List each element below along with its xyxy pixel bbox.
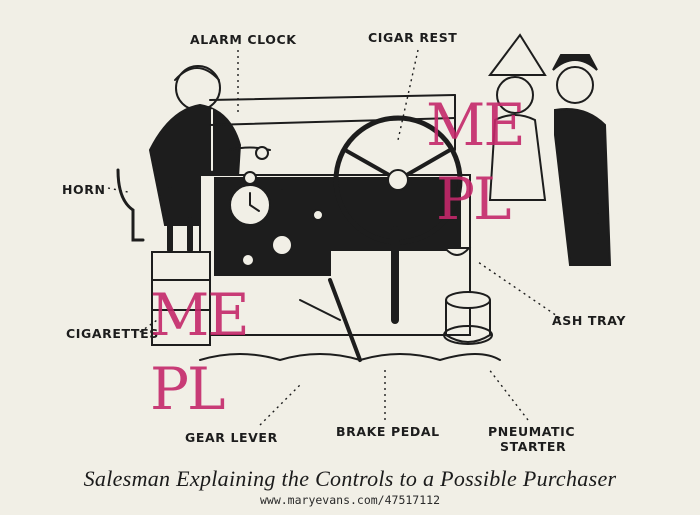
pneumatic-starter-label-line2: STARTER xyxy=(500,439,567,454)
pneumatic-starter-label-line1: PNEUMATIC xyxy=(488,424,576,439)
pneumatic-starter-leader xyxy=(487,367,529,421)
horn-label: HORN xyxy=(62,182,106,197)
gear-lever-leader xyxy=(259,384,301,426)
image-credit-link: www.maryevans.com/47517112 xyxy=(259,493,440,507)
brake-pedal-label: BRAKE PEDAL xyxy=(336,424,440,439)
gear-lever-label: GEAR LEVER xyxy=(185,430,278,445)
cigar-rest-label: CIGAR REST xyxy=(368,30,458,45)
watermark-top-line2: PL xyxy=(436,165,512,233)
alarm-clock-label: ALARM CLOCK xyxy=(190,32,297,47)
watermark-bottom-line2: PL xyxy=(150,355,226,423)
cigarettes-label: CIGARETTES xyxy=(66,326,159,341)
watermark-top-line1: ME xyxy=(426,91,526,159)
horn-leader xyxy=(107,187,129,193)
car-dashboard-illustration xyxy=(107,33,612,426)
watermark-bottom-line1: ME xyxy=(150,281,250,349)
cigarettes-leader xyxy=(139,317,161,333)
ash-tray-label: ASH TRAY xyxy=(552,313,626,328)
couple-figures xyxy=(488,33,612,266)
illustration-caption: Salesman Explaining the Controls to a Po… xyxy=(83,466,617,491)
ash-tray-leader xyxy=(477,261,561,319)
